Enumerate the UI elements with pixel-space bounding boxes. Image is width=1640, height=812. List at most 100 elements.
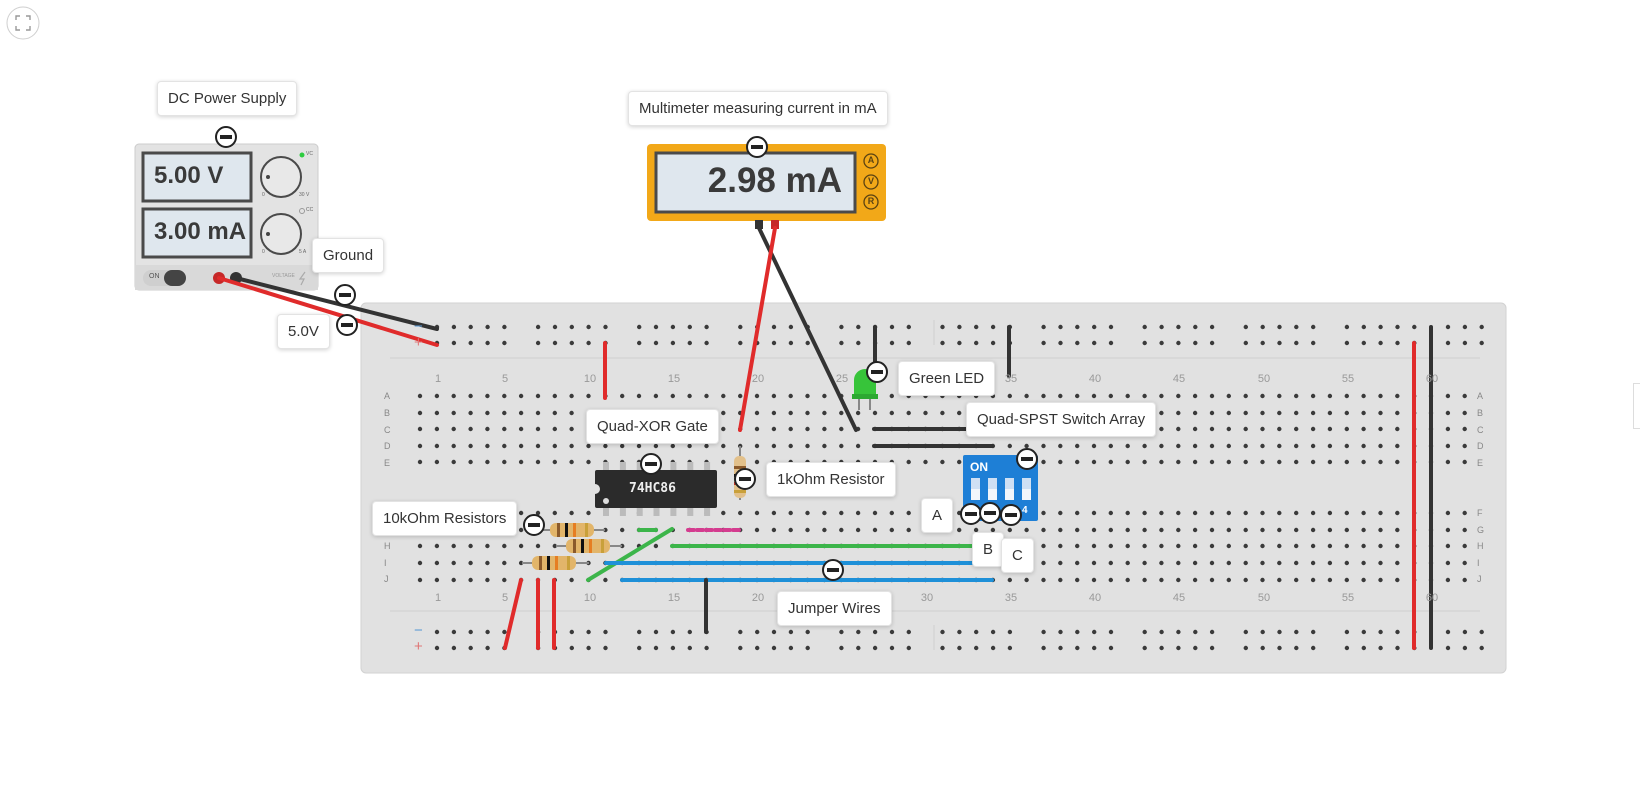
breadboard-hole[interactable] [1395,426,1400,432]
breadboard-hole[interactable] [1260,560,1265,566]
breadboard-hole[interactable] [1192,543,1198,549]
breadboard-hole[interactable] [1159,443,1164,449]
breadboard-hole[interactable] [1344,527,1350,533]
breadboard-hole[interactable] [569,577,574,583]
breadboard-hole[interactable] [889,410,894,416]
breadboard-hole[interactable] [1327,510,1333,516]
breadboard-hole[interactable] [451,543,456,549]
multimeter[interactable] [647,144,886,229]
breadboard-hole[interactable] [1277,510,1282,516]
breadboard-hole[interactable] [1462,459,1467,465]
breadboard-hole[interactable] [434,459,440,465]
breadboard-hole[interactable] [1310,426,1316,432]
breadboard-hole[interactable] [1378,543,1383,549]
breadboard-hole[interactable] [1479,645,1484,651]
breadboard-hole[interactable] [1327,426,1333,432]
breadboard-hole[interactable] [1445,510,1451,516]
breadboard-hole[interactable] [1378,510,1383,516]
breadboard-hole[interactable] [1192,443,1198,449]
breadboard-hole[interactable] [1176,459,1181,465]
breadboard-hole[interactable] [754,410,760,416]
breadboard-hole[interactable] [687,443,692,449]
breadboard-hole[interactable] [1277,393,1282,399]
breadboard-hole[interactable] [1176,324,1181,330]
breadboard-hole[interactable] [620,393,625,399]
breadboard-hole[interactable] [1243,443,1248,449]
breadboard-hole[interactable] [974,629,979,635]
breadboard-hole[interactable] [1159,543,1164,549]
breadboard-hole[interactable] [1378,426,1383,432]
breadboard-hole[interactable] [1176,340,1181,346]
breadboard-hole[interactable] [754,393,760,399]
breadboard-hole[interactable] [1294,426,1299,432]
breadboard-hole[interactable] [502,577,507,583]
breadboard-hole[interactable] [434,629,440,635]
breadboard-hole[interactable] [552,393,557,399]
breadboard-hole[interactable] [788,527,793,533]
breadboard-hole[interactable] [1108,459,1114,465]
breadboard-hole[interactable] [1462,510,1467,516]
breadboard-hole[interactable] [485,459,490,465]
minus-circle-icon[interactable] [746,136,768,158]
breadboard-hole[interactable] [855,443,861,449]
breadboard-hole[interactable] [1125,459,1130,465]
breadboard-hole[interactable] [1193,340,1198,346]
breadboard-hole[interactable] [451,577,456,583]
breadboard-hole[interactable] [468,560,473,566]
breadboard-hole[interactable] [906,645,911,651]
breadboard-hole[interactable] [552,340,558,346]
breadboard-hole[interactable] [788,645,794,651]
breadboard-hole[interactable] [1445,527,1451,533]
breadboard-hole[interactable] [620,443,625,449]
breadboard-hole[interactable] [1142,459,1147,465]
label-10k-resistors[interactable]: 10kOhm Resistors [372,501,518,536]
minus-circle-icon[interactable] [1016,448,1038,470]
multimeter-red-lead[interactable] [738,226,777,432]
breadboard-hole[interactable] [1378,645,1383,651]
breadboard-hole[interactable] [1395,560,1400,566]
breadboard-hole[interactable] [451,459,456,465]
label-multimeter[interactable]: Multimeter measuring current in mA [628,91,888,126]
breadboard-hole[interactable] [839,645,844,651]
breadboard-hole[interactable] [1327,459,1333,465]
breadboard-hole[interactable] [417,443,423,449]
breadboard-hole[interactable] [1277,324,1282,330]
breadboard-hole[interactable] [990,629,996,635]
breadboard-hole[interactable] [1024,393,1029,399]
breadboard-hole[interactable] [1142,340,1147,346]
breadboard-hole[interactable] [788,629,794,635]
breadboard-hole[interactable] [451,324,457,330]
breadboard-hole[interactable] [788,410,793,416]
breadboard-hole[interactable] [855,527,861,533]
breadboard-hole[interactable] [1311,324,1316,330]
breadboard-hole[interactable] [990,527,996,533]
breadboard-hole[interactable] [1344,410,1350,416]
breadboard-hole[interactable] [468,426,473,432]
breadboard-hole[interactable] [1159,393,1164,399]
breadboard-hole[interactable] [1310,443,1316,449]
breadboard-hole[interactable] [1344,560,1350,566]
minus-circle-icon[interactable] [734,468,756,490]
breadboard-hole[interactable] [1075,527,1080,533]
breadboard-hole[interactable] [485,340,490,346]
breadboard-hole[interactable] [1058,543,1063,549]
breadboard-hole[interactable] [805,443,810,449]
breadboard-hole[interactable] [603,645,608,651]
breadboard-hole[interactable] [518,410,524,416]
breadboard-hole[interactable] [1041,393,1046,399]
breadboard-hole[interactable] [1344,577,1350,583]
breadboard-hole[interactable] [1310,577,1316,583]
breadboard-hole[interactable] [1378,629,1383,635]
breadboard-hole[interactable] [1395,340,1400,346]
breadboard-hole[interactable] [434,443,440,449]
breadboard-hole[interactable] [451,645,457,651]
breadboard-hole[interactable] [1041,324,1046,330]
breadboard-hole[interactable] [1445,577,1451,583]
breadboard-hole[interactable] [940,340,945,346]
breadboard-hole[interactable] [434,560,440,566]
breadboard-hole[interactable] [1294,393,1299,399]
breadboard-hole[interactable] [704,340,709,346]
breadboard-hole[interactable] [1209,393,1215,399]
breadboard-hole[interactable] [1294,510,1299,516]
breadboard-hole[interactable] [990,324,996,330]
